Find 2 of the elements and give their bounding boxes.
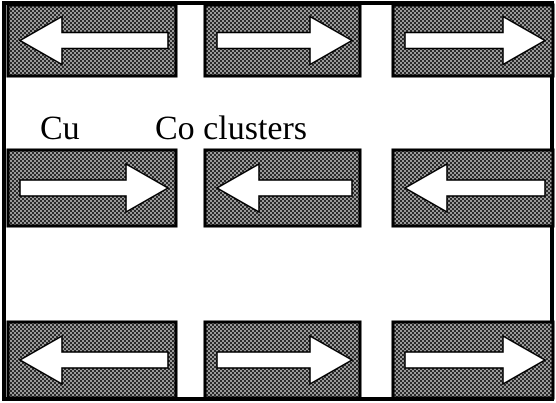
matrix-label: Cu xyxy=(40,112,80,146)
cluster-label: Co clusters xyxy=(155,112,308,146)
